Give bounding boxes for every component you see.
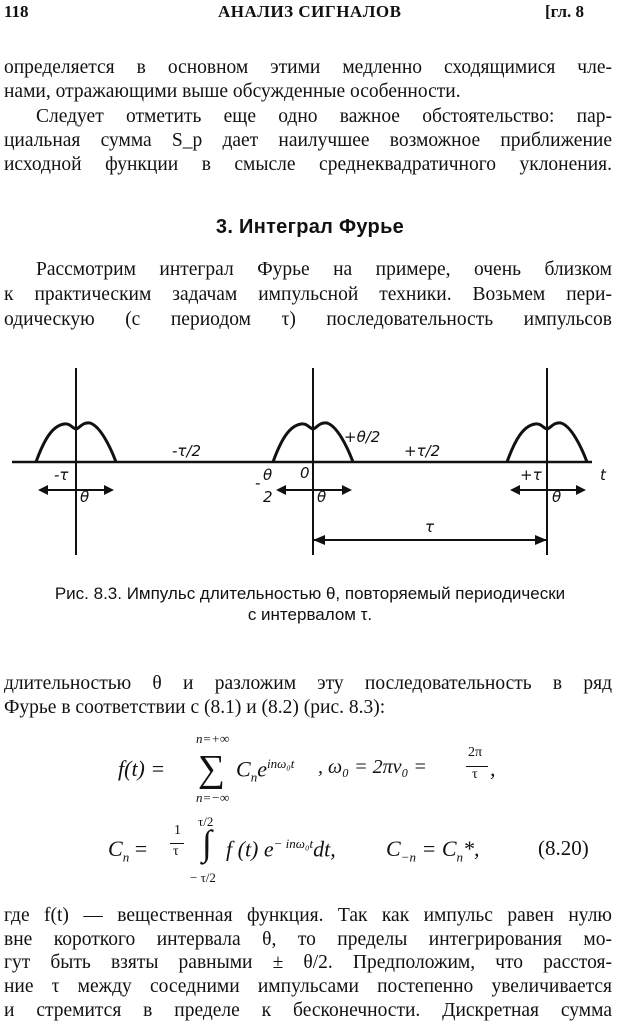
label-t-axis: t: [600, 466, 607, 484]
text-line: нами, отражающими выше обсужденные особе…: [4, 81, 461, 102]
text-line: длительностью θ и разложим эту последова…: [4, 673, 612, 694]
label-minus-sign: -: [255, 474, 260, 492]
label-plus-theta-half: +θ/2: [344, 428, 380, 446]
text-line: определяется в основном этими медленно с…: [4, 57, 612, 78]
label-theta-half-num: θ: [263, 466, 272, 484]
text-line: одическую (с периодом τ) последовательно…: [4, 309, 612, 330]
text-line: где f(t) — вещественная функция. Так как…: [4, 905, 612, 926]
label-theta-center: θ: [317, 488, 326, 506]
label-plus-tau-half: +τ/2: [404, 442, 440, 460]
integral-symbol: ∫: [202, 823, 212, 863]
text-line: к практическим задачам импульсной техник…: [4, 284, 612, 305]
pulse-plus-tau: [505, 421, 589, 463]
text-line: ние τ между соседними импульсами постепе…: [4, 976, 612, 997]
label-theta-left: θ: [80, 488, 89, 506]
label-minus-tau: -τ: [54, 466, 69, 484]
label-theta-half-den: 2: [263, 488, 273, 506]
page-number: 118: [4, 2, 29, 21]
running-title: АНАЛИЗ СИГНАЛОВ: [218, 2, 402, 21]
text-line: гут быть взяты равными ± θ/2. Предположи…: [4, 952, 612, 973]
figure-caption-line1: Рис. 8.3. Импульс длительностью θ, повто…: [54, 584, 566, 603]
text-line: Рассмотрим интеграл Фурье на примере, оч…: [36, 259, 612, 280]
label-plus-tau: +τ: [520, 466, 543, 484]
label-minus-tau-half: -τ/2: [172, 442, 201, 460]
text-line: исходной функции в смысле среднеквадрати…: [4, 154, 612, 175]
pulse-train-figure: -τ/2 +θ/2 +τ/2 -τ θ - θ 2 0 θ +τ θ t τ: [12, 368, 607, 555]
label-theta-right: θ: [552, 488, 561, 506]
chapter-label: [гл. 8: [545, 2, 585, 21]
text-line: циальная сумма S_p дает наилучшее возмож…: [4, 130, 612, 151]
pulse-minus-tau: [34, 421, 118, 463]
text-line: и стремится в пределе к бесконечности. Д…: [4, 1000, 612, 1021]
text-line: Следует отметить еще одно важное обстоят…: [36, 106, 612, 127]
figure-caption-line2: с интервалом τ.: [247, 605, 373, 624]
text-line: вне короткого интервала θ, то пределы ин…: [4, 929, 612, 950]
sigma-symbol: ∑: [198, 748, 226, 790]
label-zero: 0: [300, 464, 310, 482]
label-tau: τ: [425, 518, 435, 536]
section-heading: 3. Интеграл Фурье: [215, 216, 405, 238]
equation-number: (8.20): [538, 836, 589, 860]
pulse-zero: [271, 421, 355, 463]
text-line: Фурье в соответствии с (8.1) и (8.2) (ри…: [4, 697, 386, 718]
